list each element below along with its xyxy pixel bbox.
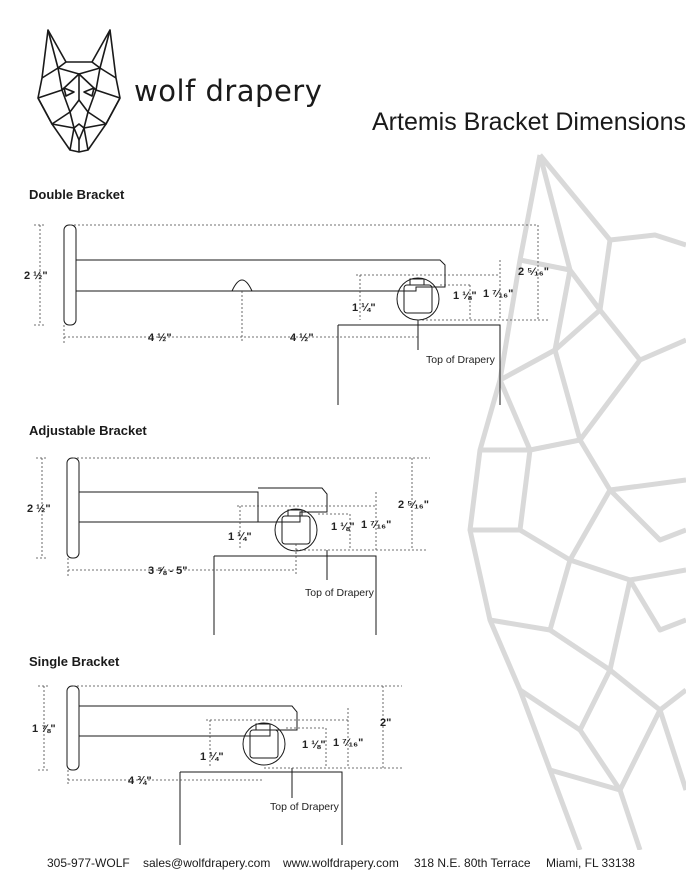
footer-phone: 305-977-WOLF	[47, 856, 130, 870]
wolf-head-logo-icon	[37, 29, 121, 153]
section-title-adjustable: Adjustable Bracket	[29, 423, 147, 438]
wall-plate	[66, 685, 80, 771]
dim-depth-1: 4 ½"	[148, 332, 172, 344]
top-of-drapery-label: Top of Drapery	[270, 801, 340, 813]
dim-rod-inner: 1 ⅛"	[453, 290, 477, 302]
brand-name: wolf drapery	[134, 74, 323, 108]
rod-profile	[396, 277, 440, 321]
dim-rod-inner: 1 ⅛"	[302, 739, 326, 751]
page-title: Artemis Bracket Dimensions	[372, 108, 686, 136]
dim-rod-offset: 1 ¼"	[228, 531, 252, 543]
dim-depth-2: 4 ½"	[290, 332, 314, 344]
dim-rod-outer: 1 ⁷⁄₁₆"	[333, 737, 363, 749]
bracket-arm	[78, 705, 298, 737]
dim-depth: 4 ¾"	[128, 775, 152, 787]
dim-rod-offset: 1 ¼"	[352, 302, 376, 314]
footer-website[interactable]: www.wolfdrapery.com	[283, 856, 399, 870]
bracket-arm-outer	[258, 487, 328, 523]
section-title-double: Double Bracket	[29, 187, 125, 202]
footer-city: Miami, FL 33138	[546, 856, 635, 870]
dim-rod-offset: 1 ¼"	[200, 751, 224, 763]
dim-rod-outer: 1 ⁷⁄₁₆"	[361, 519, 391, 531]
top-of-drapery-label: Top of Drapery	[305, 587, 375, 599]
dim-rod-outer: 1 ⁷⁄₁₆"	[483, 288, 513, 300]
wall-plate	[63, 224, 77, 326]
center-notch	[231, 279, 253, 292]
adjustable-bracket-diagram: 2 ½" 2 ⁵⁄₁₆" 1 ¼" 1 ⅛" 1 ⁷⁄₁₆" 3 ⅝ - 5" …	[27, 457, 430, 635]
section-title-single: Single Bracket	[29, 654, 120, 669]
single-bracket-diagram: 1 ⅞" 2" 1 ¼" 1 ⅛" 1 ⁷⁄₁₆" 4 ¾" Top of Dr…	[32, 685, 402, 845]
dim-rod-inner: 1 ⅛"	[331, 521, 355, 533]
top-of-drapery-label: Top of Drapery	[426, 354, 496, 366]
bracket-arm-inner	[78, 491, 259, 523]
dim-height: 1 ⅞"	[32, 723, 56, 735]
dim-rod-height: 2 ⁵⁄₁₆"	[518, 266, 549, 278]
rod-profile	[274, 508, 318, 552]
wall-plate	[66, 457, 80, 559]
dim-depth: 3 ⅝ - 5"	[148, 565, 187, 577]
dim-rod-height: 2 ⁵⁄₁₆"	[398, 499, 429, 511]
double-bracket-diagram: 2 ½" 2 ⁵⁄₁₆" 1 ¼" 1 ⅛" 1 ⁷⁄₁₆" 4 ½" 4 ½"…	[24, 224, 550, 405]
wolf-watermark-icon	[467, 153, 686, 850]
dim-rod-height: 2"	[380, 717, 391, 729]
footer-email[interactable]: sales@wolfdrapery.com	[143, 856, 271, 870]
bracket-arm	[75, 259, 446, 292]
dim-height: 2 ½"	[24, 270, 48, 282]
footer-address: 318 N.E. 80th Terrace	[414, 856, 531, 870]
dim-height: 2 ½"	[27, 503, 51, 515]
rod-profile	[242, 722, 286, 766]
